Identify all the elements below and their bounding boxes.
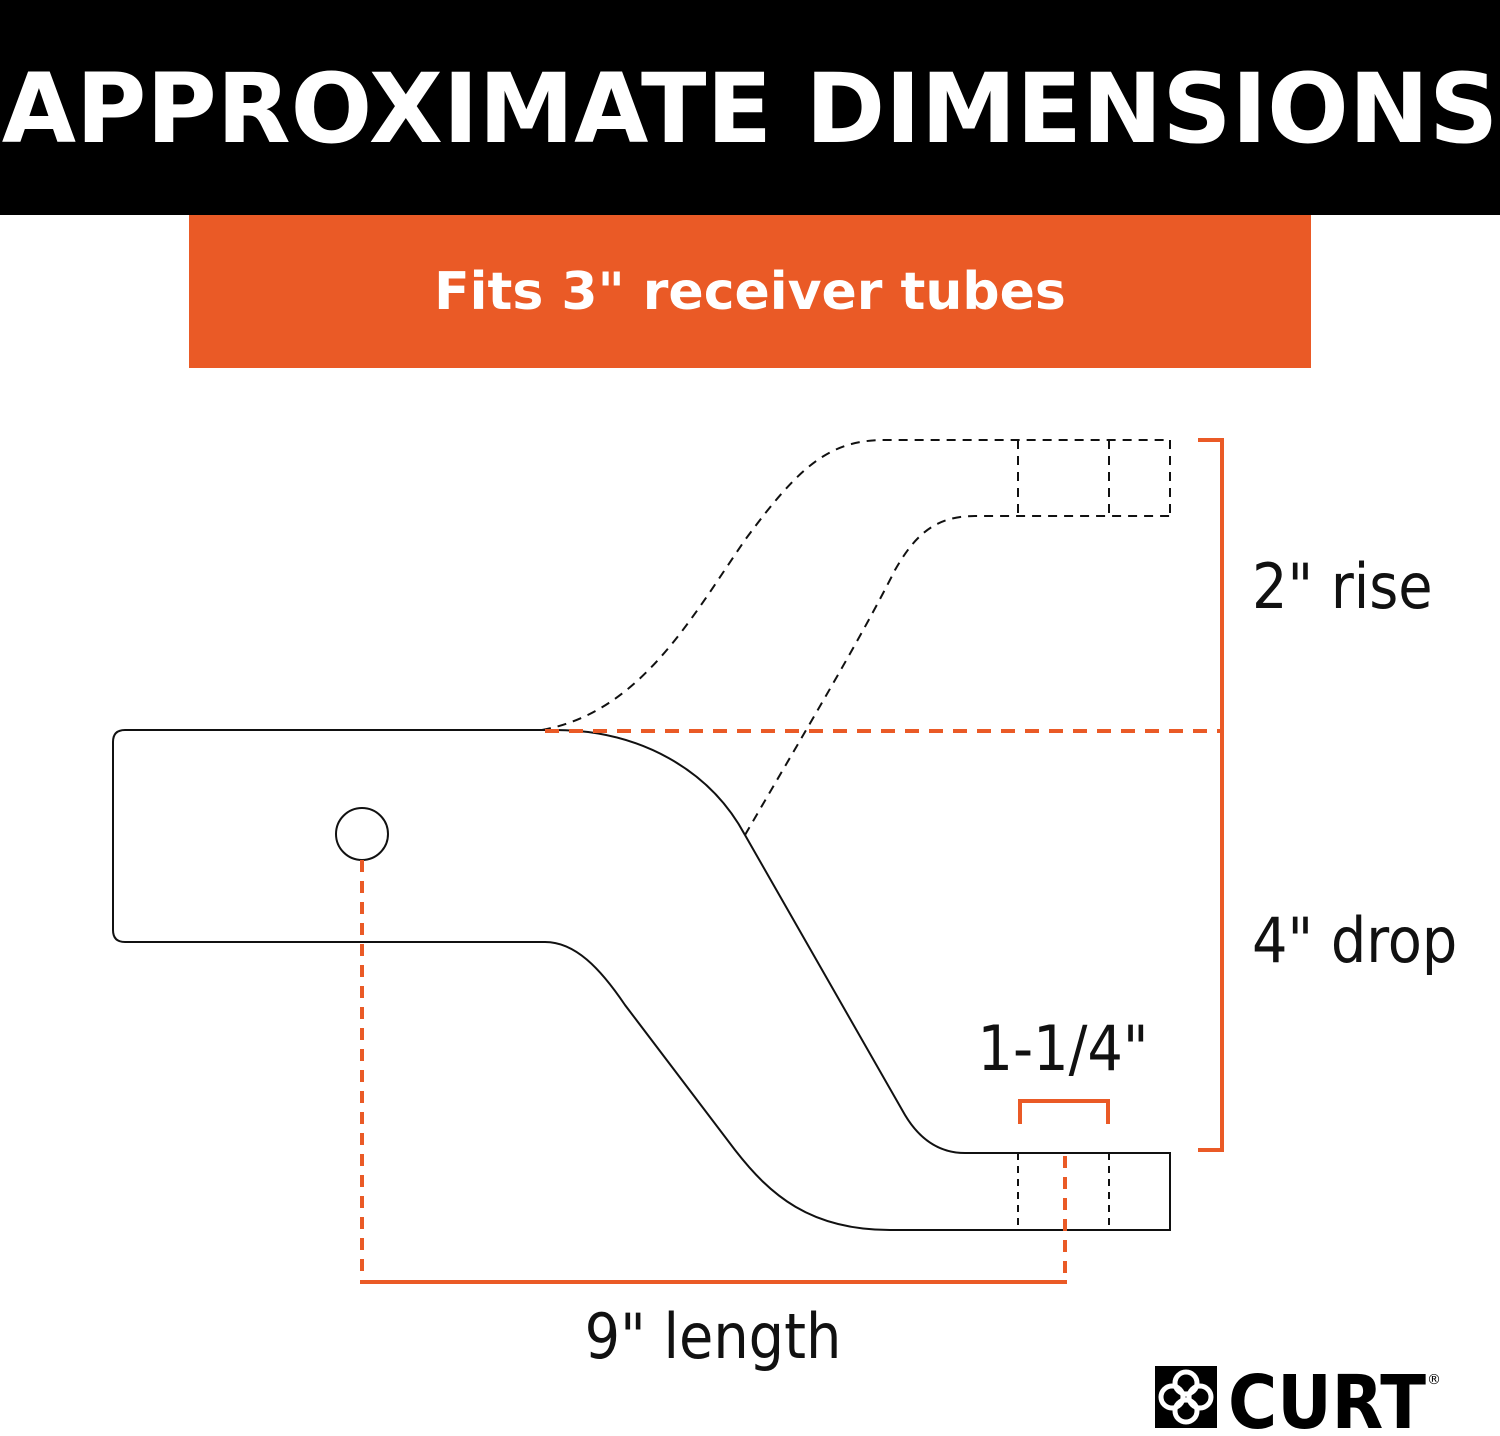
drop-label: 4" drop: [1252, 904, 1457, 977]
pin-hole: [335, 807, 389, 861]
page-title: APPROXIMATE DIMENSIONS: [1, 53, 1499, 165]
length-label: 9" length: [585, 1300, 842, 1373]
hole-size-label: 1-1/4": [977, 1012, 1148, 1085]
rise-position-outline: [541, 439, 1171, 836]
rise-outline-bottom-edge: [744, 515, 1170, 836]
hole-size-bracket: [1018, 1099, 1110, 1124]
rise-outline-top-edge: [541, 439, 1170, 731]
brand-name: CURT: [1228, 1360, 1426, 1436]
rise-label: 2" rise: [1252, 550, 1433, 623]
header-band: APPROXIMATE DIMENSIONS: [0, 0, 1500, 215]
curt-logo: CURT ®: [1155, 1360, 1441, 1436]
subtitle-text: Fits 3" receiver tubes: [434, 262, 1066, 322]
curt-logo-icon: [1155, 1366, 1217, 1428]
height-bracket: [1198, 438, 1224, 1152]
subtitle-banner: Fits 3" receiver tubes: [189, 215, 1311, 368]
ball-mount-shank-outline: [112, 729, 1171, 1231]
registered-mark: ®: [1427, 1372, 1441, 1388]
dimension-lines: [360, 438, 1224, 1284]
